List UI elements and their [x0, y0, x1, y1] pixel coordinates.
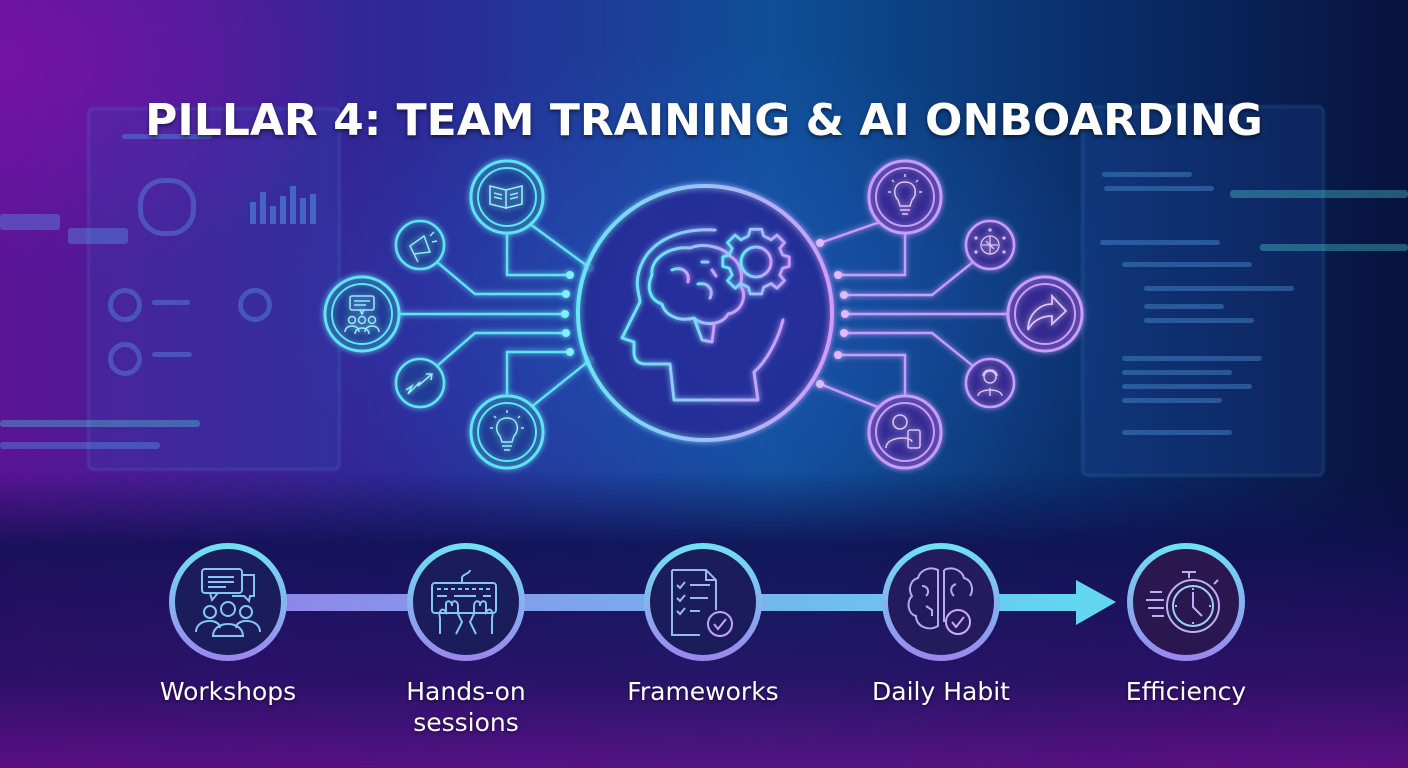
background-decor: [1144, 304, 1224, 309]
support-agent-icon: [977, 369, 1003, 397]
background-decor: [108, 342, 142, 376]
background-decor: [1104, 186, 1214, 191]
step-circle-workshops: [169, 543, 287, 661]
step-circle-hands-on: [407, 543, 525, 661]
background-decor: [152, 300, 190, 305]
background-decor: [1144, 318, 1254, 323]
background-decor: [0, 214, 60, 230]
left-node-book: [469, 159, 545, 235]
ai-brain-circuit-icon: [974, 228, 1006, 255]
background-decor: [1260, 244, 1408, 251]
step-circle-efficiency: [1127, 543, 1245, 661]
right-connectors: [819, 220, 1009, 410]
left-connectors: [398, 223, 591, 409]
background-decor: [108, 288, 142, 322]
background-decor: [1122, 370, 1232, 375]
right-node-share: [1006, 275, 1084, 353]
background-decor: [1100, 240, 1220, 245]
background-code-panel-right: [1082, 106, 1324, 476]
step-label-frameworks: Frameworks: [627, 677, 779, 706]
timeline-arrow-head: [1076, 580, 1116, 625]
group-discussion-icon: [195, 568, 261, 637]
left-node-growth: [394, 357, 446, 409]
step-circle-frameworks: [644, 543, 762, 661]
lightbulb-icon: [490, 410, 524, 451]
right-node-ai-brain: [964, 219, 1016, 271]
background-decor: [0, 442, 160, 449]
step-label-efficiency: Efficiency: [1125, 677, 1247, 706]
group-chat-icon: [344, 295, 380, 335]
open-book-icon: [489, 184, 523, 210]
step-label-hands-on-line2: sessions: [413, 708, 519, 737]
megaphone-icon: [409, 231, 438, 263]
step-label-daily-habit: Daily Habit: [872, 677, 1010, 706]
background-decor: [1230, 190, 1408, 198]
left-node-group-chat: [323, 275, 401, 353]
step-label-hands-on: Hands-on sessions: [406, 676, 525, 738]
step-label-hands-on-line1: Hands-on: [406, 677, 526, 706]
background-decor: [0, 420, 200, 427]
background-decor: [152, 352, 192, 357]
left-node-megaphone: [394, 219, 446, 271]
right-connector-dots: [816, 239, 849, 388]
background-decor: [122, 134, 212, 139]
background-decor: [1102, 172, 1192, 177]
background-decor: [68, 228, 128, 244]
step-label-workshops: Workshops: [159, 677, 297, 706]
right-node-user-tablet: [867, 394, 943, 470]
keyboard-hands-icon: [431, 569, 497, 635]
growth-arrow-icon: [405, 373, 433, 395]
central-hub: [576, 184, 834, 442]
brain-check-icon: [907, 567, 973, 635]
page-title: PILLAR 4: TEAM TRAINING & AI ONBOARDING: [145, 95, 1263, 147]
background-decor: [1122, 430, 1232, 435]
right-node-support: [964, 357, 1016, 409]
background-decor: [1122, 262, 1252, 267]
stopwatch-speed-icon: [1146, 571, 1220, 633]
background-decor: [1144, 286, 1294, 291]
background-decor: [250, 186, 316, 224]
right-node-lightbulb: [867, 159, 943, 235]
background-decor: [138, 178, 196, 236]
background-decor: [238, 288, 272, 322]
background-decor: [1122, 384, 1252, 389]
background-decor: [1122, 356, 1262, 361]
checklist-document-icon: [671, 569, 733, 637]
user-tablet-icon: [885, 414, 921, 449]
share-arrow-icon: [1027, 293, 1068, 331]
lightbulb-icon: [888, 174, 922, 215]
step-circle-daily-habit: [882, 543, 1000, 661]
head-brain-gear-icon: [620, 227, 791, 402]
background-decor: [1122, 398, 1222, 403]
left-node-lightbulb: [469, 394, 545, 470]
